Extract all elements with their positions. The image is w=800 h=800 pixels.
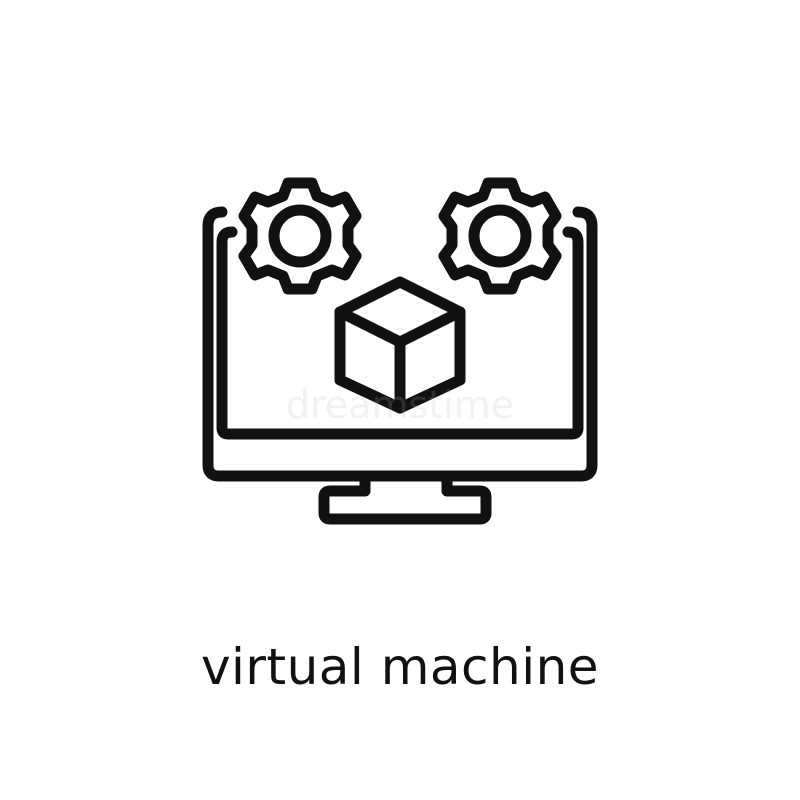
virtual-machine-icon bbox=[202, 177, 598, 525]
monitor-stand-icon bbox=[318, 470, 492, 525]
icon-caption: virtual machine bbox=[200, 638, 600, 696]
cube-icon bbox=[334, 276, 466, 414]
gear-icon bbox=[438, 177, 562, 295]
monitor-icon bbox=[202, 206, 598, 482]
monitor-screen-icon bbox=[216, 226, 584, 440]
gear-icon bbox=[238, 177, 362, 295]
virtual-machine-illustration bbox=[202, 177, 598, 525]
